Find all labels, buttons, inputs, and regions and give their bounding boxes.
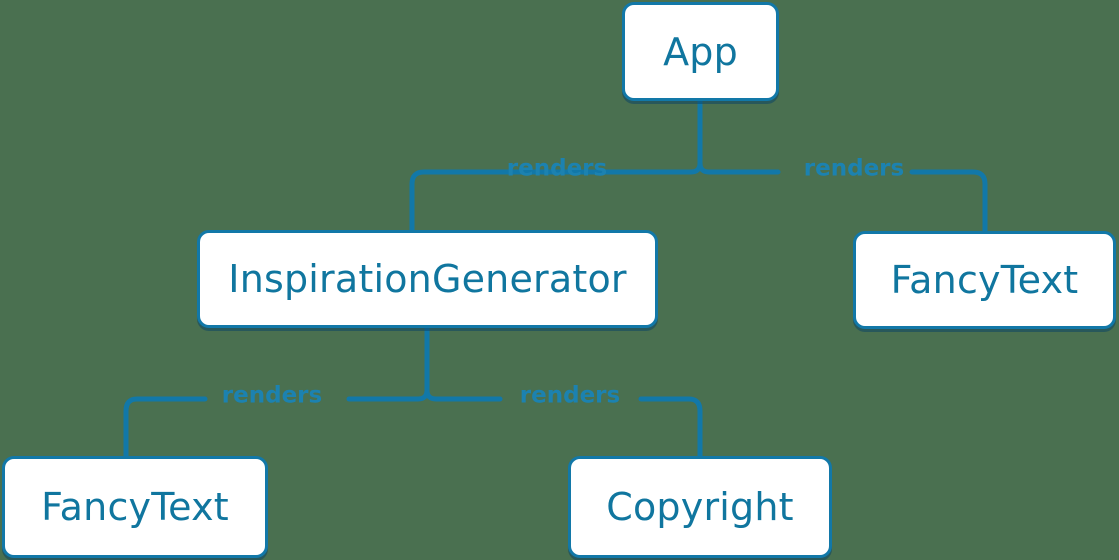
edge-app-to-fancytext-right xyxy=(909,169,988,234)
node-app[interactable]: App xyxy=(622,2,779,101)
node-copyright-label: Copyright xyxy=(606,485,794,529)
node-copyright[interactable]: Copyright xyxy=(568,456,832,558)
node-app-label: App xyxy=(663,29,738,74)
edge-inspirationgenerator-to-copyright-right xyxy=(638,396,703,459)
edge-label-app-to-inspirationgenerator: renders xyxy=(506,155,608,182)
node-fancytext-bottom[interactable]: FancyText xyxy=(2,456,268,558)
edge-app-to-inspirationgenerator-right xyxy=(409,169,616,233)
node-fancytext-right-label: FancyText xyxy=(890,258,1079,302)
node-inspiration-generator-label: InspirationGenerator xyxy=(228,257,627,301)
node-fancytext-bottom-label: FancyText xyxy=(41,485,229,529)
node-fancytext-right[interactable]: FancyText xyxy=(853,231,1116,329)
node-inspiration-generator[interactable]: InspirationGenerator xyxy=(197,230,658,328)
edge-inspirationgenerator-to-fancytext-right xyxy=(123,396,208,459)
edge-inspirationgenerator-to-fancytext-left xyxy=(346,387,430,402)
edge-app-to-fancytext-left xyxy=(697,160,781,175)
edge-label-app-to-fancytext: renders xyxy=(803,155,905,182)
edge-label-inspirationgenerator-to-fancytext: renders xyxy=(221,382,323,409)
edge-inspirationgenerator-to-copyright-left xyxy=(424,387,503,402)
edge-label-inspirationgenerator-to-copyright: renders xyxy=(519,382,621,409)
